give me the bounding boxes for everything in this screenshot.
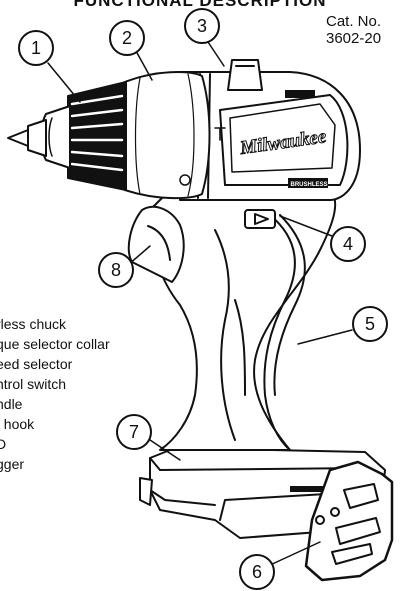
callout-circle-1 bbox=[18, 30, 54, 66]
callout-number-1: 1 bbox=[31, 38, 41, 58]
catalog-number: 3602-20 bbox=[326, 30, 382, 47]
page-header: FUNCTIONAL DESCRIPTION bbox=[73, 0, 327, 10]
legend-item: t hook bbox=[0, 416, 35, 432]
handle bbox=[149, 189, 337, 451]
callout-number-3: 3 bbox=[197, 16, 207, 36]
keyless-chuck bbox=[7, 81, 127, 191]
callout-circle-8 bbox=[98, 252, 134, 288]
leader-lines bbox=[47, 41, 353, 567]
parts-legend: rless chuck que selector collar eed sele… bbox=[0, 314, 196, 474]
legend-item: rless chuck bbox=[0, 316, 67, 332]
callout-circle-5 bbox=[352, 306, 388, 342]
catalog-info: Cat. No. 3602-20 bbox=[326, 13, 400, 47]
callout-number-2: 2 bbox=[122, 28, 132, 48]
control-switch bbox=[244, 209, 276, 229]
legend-item: ndle bbox=[0, 396, 23, 412]
callout-circle-3 bbox=[184, 8, 220, 44]
legend-item: gger bbox=[0, 456, 25, 472]
legend-item: que selector collar bbox=[0, 336, 110, 352]
catalog-label: Cat. No. bbox=[326, 13, 382, 30]
callout-number-6: 6 bbox=[252, 562, 262, 582]
callout-number-4: 4 bbox=[343, 234, 353, 254]
callout-number-7: 7 bbox=[129, 422, 139, 442]
callout-circle-2 bbox=[109, 20, 145, 56]
legend-item: eed selector bbox=[0, 356, 73, 372]
brushless-badge: BRUSHLESS bbox=[290, 182, 327, 188]
callout-circle-4 bbox=[330, 226, 366, 262]
callout-number-5: 5 bbox=[365, 314, 375, 334]
legend-item: ntrol switch bbox=[0, 376, 67, 392]
callout-circle-7 bbox=[116, 414, 152, 450]
motor-housing bbox=[179, 59, 361, 201]
legend-item: D bbox=[0, 436, 7, 452]
callout-number-8: 8 bbox=[111, 260, 121, 280]
belt-clip bbox=[304, 460, 394, 582]
trigger bbox=[127, 205, 185, 283]
callout-circle-6 bbox=[239, 554, 275, 590]
